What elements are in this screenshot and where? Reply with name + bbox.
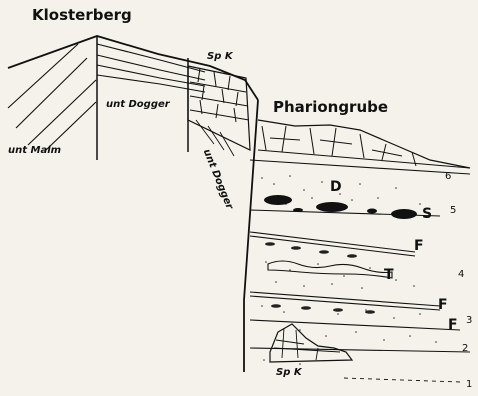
label-unt-malm: unt Malm — [8, 146, 61, 156]
layer-number-4: 4 — [458, 270, 464, 280]
label-letter-f-1: F — [414, 239, 424, 253]
layer-number-6: 6 — [445, 172, 451, 182]
label-letter-f-2: F — [438, 298, 448, 312]
label-letter-f-3: F — [448, 318, 458, 332]
klosterberg-surface-line — [8, 36, 258, 100]
label-letter-d: D — [330, 180, 342, 194]
pit-surface-line — [258, 120, 470, 168]
label-unt-dogger-left: unt Dogger — [106, 100, 170, 110]
label-letter-s: S — [422, 207, 432, 221]
label-letter-t: T — [384, 268, 394, 282]
sp-k-block-cells — [190, 68, 249, 122]
layer-number-2: 2 — [462, 344, 468, 354]
nodule-row-1 — [265, 242, 357, 258]
label-phariongrube: Phariongrube — [273, 100, 388, 115]
pit-strata-lines — [250, 160, 470, 352]
layer-number-3: 3 — [466, 316, 472, 326]
label-klosterberg: Klosterberg — [32, 8, 132, 23]
layer-number-1: 1 — [466, 380, 472, 390]
dark-nodules — [264, 195, 417, 219]
t-concretion-band — [268, 261, 392, 278]
label-sp-k-bottom: Sp K — [276, 368, 302, 378]
label-sp-k-top: Sp K — [207, 52, 233, 62]
lowest-dashed-horizon — [344, 378, 460, 382]
lower-sp-k-cells — [274, 328, 340, 360]
malm-diagonal-strata — [8, 44, 96, 150]
nodule-row-2 — [271, 304, 375, 314]
layer-number-5: 5 — [450, 206, 456, 216]
